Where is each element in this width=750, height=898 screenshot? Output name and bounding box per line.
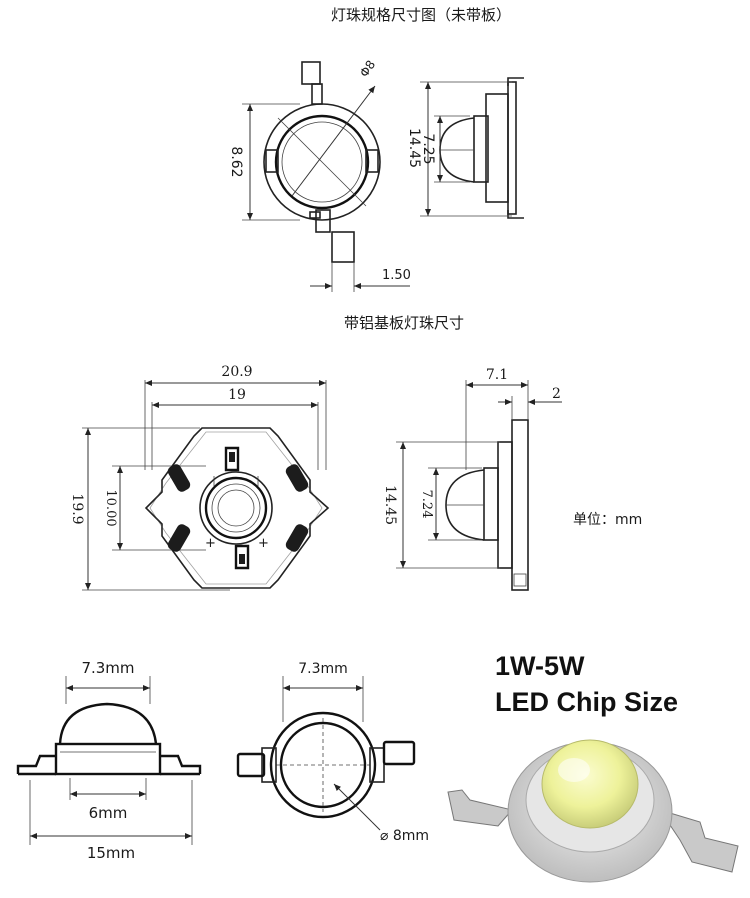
promo-wattage: 1W-5W — [495, 651, 585, 681]
bottom-total-width-label: 15mm — [87, 844, 135, 862]
svg-text:+: + — [205, 536, 216, 551]
bottom-top-dimensions — [282, 676, 364, 722]
led-chip-illustration — [447, 739, 739, 883]
bottom-top-view — [236, 711, 416, 831]
bottom-lens-diameter-label: ⌀ 8mm — [380, 828, 429, 844]
top-height-dimension — [242, 103, 300, 221]
middle-section-title: 带铝基板灯珠尺寸 — [344, 314, 464, 332]
top-section-title: 灯珠规格尺寸图（未带板） — [331, 6, 511, 24]
svg-text:+: + — [258, 536, 269, 551]
bottom-lens-width-label-b: 7.3mm — [298, 661, 348, 677]
bottom-side-dimensions — [29, 676, 193, 845]
top-diameter-label: Φ8 — [357, 58, 378, 80]
unit-label: 单位：mm — [573, 512, 642, 528]
top-front-view — [263, 61, 381, 263]
top-pin-width-label: 1.50 — [382, 268, 411, 283]
side-lens-label: 7.24 — [419, 490, 434, 519]
side-depth-label: 7.1 — [486, 367, 508, 383]
pcb-thickness-label: 2 — [552, 386, 561, 402]
star-board: + + — [144, 427, 330, 589]
top-side-dimensions — [420, 81, 512, 217]
board-side-view — [445, 419, 529, 591]
bottom-side-profile — [16, 702, 202, 776]
board-inner-width-label: 19 — [228, 387, 246, 403]
top-pin-dimension — [310, 262, 410, 292]
top-side-view — [439, 77, 524, 219]
side-length-label: 14.45 — [382, 485, 398, 525]
board-width-dimensions — [144, 380, 327, 470]
promo-chip-size: LED Chip Size — [495, 687, 679, 717]
solder-pad-top-right — [285, 464, 309, 492]
board-side-dimensions — [396, 380, 562, 569]
solder-pad-bottom-left — [167, 524, 191, 552]
promo-title: 1W-5W LED Chip Size — [495, 648, 678, 720]
board-lens-zone-label: 10.00 — [103, 489, 118, 526]
bottom-base-width-label: 6mm — [89, 804, 128, 822]
bottom-lens-width-label-a: 7.3mm — [81, 659, 134, 677]
board-height-dimensions — [82, 427, 230, 591]
top-height-label: 8.62 — [228, 146, 244, 177]
board-height-label: 19.9 — [69, 493, 85, 524]
board-width-label: 20.9 — [221, 364, 252, 380]
top-total-length-label: 14.45 — [406, 128, 422, 168]
solder-pad-top-left — [167, 464, 191, 492]
solder-pad-bottom-right — [285, 524, 309, 552]
top-lens-height-label: 7.25 — [420, 133, 436, 164]
